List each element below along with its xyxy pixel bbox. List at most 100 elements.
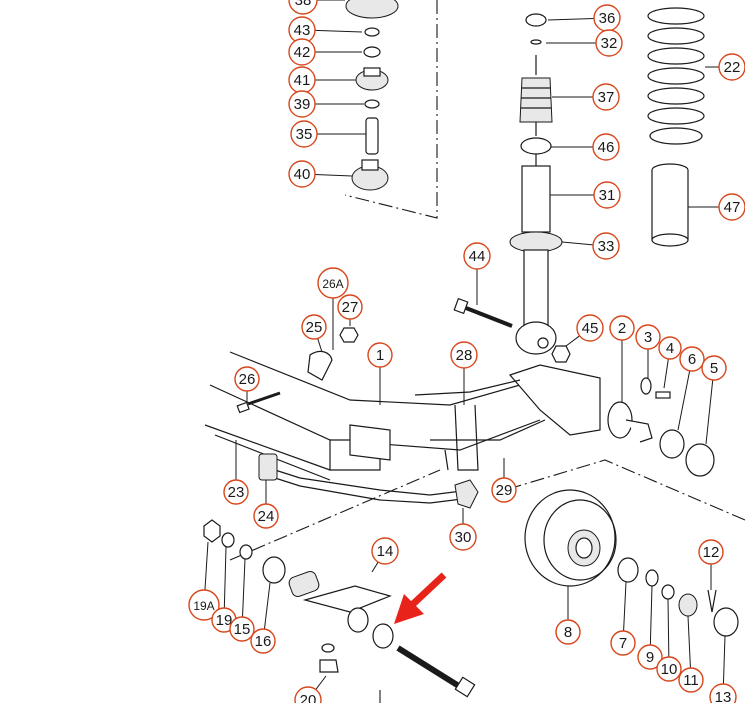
- callout-6: 6: [677, 346, 705, 431]
- callout-number: 39: [294, 96, 311, 113]
- bolt-and-nut: [453, 297, 571, 363]
- callout-leader-line: [677, 370, 691, 431]
- callout-30: 30: [449, 508, 477, 551]
- callout-circle: [450, 341, 478, 369]
- callout-circle: [223, 479, 249, 505]
- callout-circle: [698, 539, 724, 565]
- callout-44: 44: [463, 242, 491, 305]
- clamp: [444, 404, 479, 471]
- callout-45: 45: [565, 314, 604, 347]
- callout-36: 36: [547, 4, 621, 32]
- callout-number: 36: [599, 10, 616, 27]
- callout-46: 46: [551, 133, 620, 161]
- callout-number: 14: [377, 543, 394, 560]
- callout-circle: [449, 523, 477, 551]
- callout-24: 24: [253, 480, 279, 529]
- callout-number: 23: [228, 484, 245, 501]
- callout-13: 13: [709, 635, 737, 708]
- callout-leader-line: [314, 29, 363, 33]
- callout-circle: [337, 294, 363, 320]
- callout-19a: 19A: [188, 541, 220, 621]
- red-pointer-arrow-icon: [394, 572, 447, 624]
- callout-5: 5: [701, 355, 727, 445]
- callout-leader-line: [371, 561, 379, 573]
- callout-39: 39: [288, 90, 364, 118]
- callout-number: 10: [661, 661, 678, 678]
- callout-circle: [371, 537, 399, 565]
- callout-circle: [288, 38, 316, 66]
- callout-number: 38: [295, 0, 312, 9]
- brake-drum: [524, 489, 617, 587]
- callout-number: 31: [599, 187, 616, 204]
- callout-number: 20: [300, 692, 317, 703]
- callout-leader-line: [623, 581, 627, 632]
- callout-circle: [367, 342, 393, 368]
- callout-number: 41: [294, 72, 311, 89]
- callout-41: 41: [288, 66, 356, 94]
- callout-circle: [576, 314, 604, 342]
- callout-leader-line: [687, 615, 691, 669]
- wheel-bearing-parts: [617, 557, 739, 637]
- callout-47: 47: [688, 193, 745, 221]
- callout-16: 16: [250, 582, 276, 654]
- callout-circle: [592, 133, 620, 161]
- callout-circle: [301, 314, 327, 340]
- callout-number: 25: [306, 319, 323, 336]
- callout-leader-line: [315, 675, 327, 690]
- callout-circle: [229, 616, 255, 642]
- callout-number: 26A: [322, 277, 343, 291]
- callout-40: 40: [288, 160, 353, 188]
- callout-number: 33: [598, 238, 615, 255]
- callout-number: 29: [496, 482, 513, 499]
- callout-number: 28: [456, 347, 473, 364]
- callout-leader-line: [565, 335, 580, 347]
- callout-number: 40: [294, 166, 311, 183]
- callout-number: 24: [258, 508, 275, 525]
- callout-leader-line: [667, 598, 670, 658]
- callout-circle: [234, 366, 260, 392]
- callout-leader-line: [561, 241, 594, 246]
- callout-circle: [656, 656, 682, 682]
- shock-absorber: [509, 13, 563, 355]
- callout-27: 27: [337, 294, 363, 326]
- mounting-hardware: [203, 519, 476, 698]
- callout-20: 20: [294, 675, 327, 708]
- callout-circle: [288, 160, 316, 188]
- callout-number: 22: [724, 59, 741, 76]
- callout-7: 7: [610, 581, 636, 656]
- callout-circle: [679, 346, 705, 372]
- callout-number: 5: [710, 360, 718, 377]
- callout-number: 27: [342, 299, 359, 316]
- callout-circle: [592, 232, 620, 260]
- callout-leader-line: [263, 582, 271, 630]
- callout-number: 26: [239, 371, 256, 388]
- callout-19: 19: [211, 546, 237, 633]
- callout-22: 22: [705, 53, 745, 81]
- brake-line-bracket: [236, 327, 359, 414]
- callout-number: 6: [688, 351, 696, 368]
- callout-number: 12: [703, 544, 720, 561]
- callout-leader-line: [223, 546, 227, 609]
- callout-number: 7: [619, 635, 627, 652]
- callout-circle: [701, 355, 727, 381]
- callout-leader-line: [204, 541, 209, 591]
- callout-number: 1: [376, 347, 384, 364]
- callout-circle: [609, 315, 635, 341]
- callout-circle: [610, 630, 636, 656]
- stub-axle-hub: [607, 377, 715, 477]
- callout-leader-line: [314, 174, 353, 177]
- callout-29: 29: [491, 458, 517, 503]
- callout-circle: [709, 683, 737, 708]
- callout-circle: [595, 29, 623, 57]
- callout-number: 15: [234, 621, 251, 638]
- callout-number: 3: [644, 329, 652, 346]
- rubber-boot: [651, 163, 689, 247]
- callout-35: 35: [290, 120, 366, 148]
- callout-28: 28: [450, 341, 478, 405]
- callout-leader-line: [547, 17, 595, 21]
- callout-14: 14: [371, 537, 399, 573]
- callout-11: 11: [678, 615, 704, 693]
